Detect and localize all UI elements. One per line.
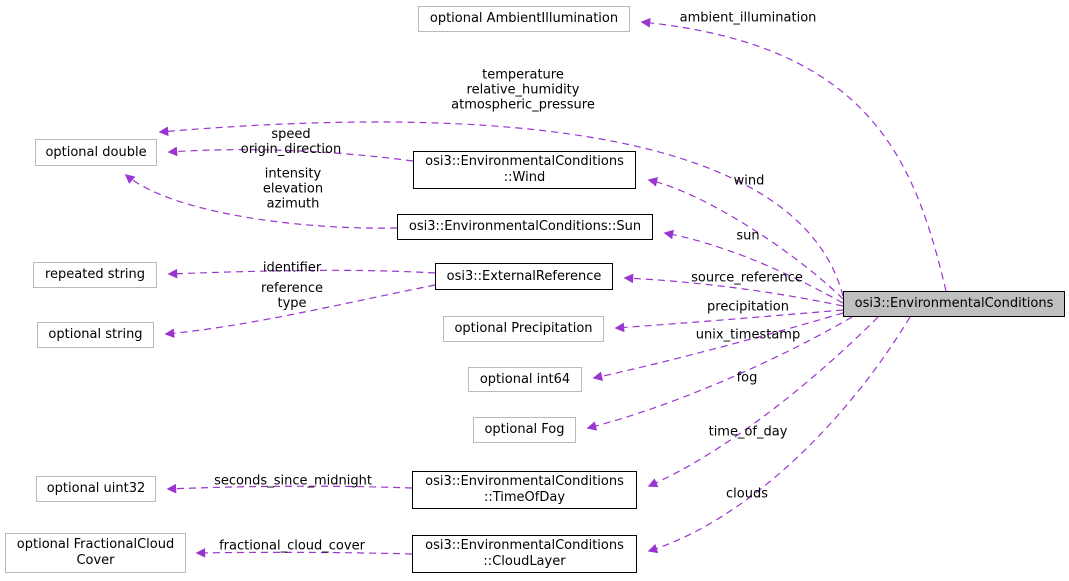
- edge-label-clouds: clouds: [726, 486, 768, 502]
- edge-speed-group: [167, 146, 414, 162]
- edge-label-fog: fog: [736, 370, 758, 386]
- edge-clouds: [647, 316, 911, 554]
- node-class-cloud-layer[interactable]: osi3::EnvironmentalConditions ::CloudLay…: [412, 535, 637, 573]
- edge-label-sun: sun: [736, 228, 760, 244]
- edge-ambient-illumination: [640, 18, 947, 292]
- edge-label-wind: wind: [733, 173, 765, 189]
- edge-label-time-of-day: time_of_day: [708, 424, 788, 440]
- node-class-time-of-day[interactable]: osi3::EnvironmentalConditions ::TimeOfDa…: [412, 471, 637, 509]
- node-optional-ambient-illumination: optional AmbientIllumination: [418, 6, 630, 32]
- node-repeated-string: repeated string: [33, 262, 157, 288]
- node-optional-uint32: optional uint32: [36, 476, 156, 502]
- edge-label-intensity-group: intensity elevation azimuth: [262, 166, 324, 212]
- edge-precipitation: [614, 309, 844, 333]
- edge-wind: [647, 177, 844, 300]
- edge-temperature-group: [158, 121, 844, 297]
- node-optional-double: optional double: [35, 139, 157, 166]
- node-optional-fractional-cloud-cover: optional FractionalCloud Cover: [5, 533, 186, 573]
- node-optional-string: optional string: [37, 322, 154, 348]
- edge-label-unix-timestamp: unix_timestamp: [695, 327, 801, 343]
- node-class-sun[interactable]: osi3::EnvironmentalConditions::Sun: [397, 214, 653, 240]
- node-optional-precipitation: optional Precipitation: [443, 316, 604, 342]
- edge-label-identifier: identifier: [262, 260, 322, 276]
- edge-sun: [663, 229, 844, 304]
- node-main-environmental-conditions: osi3::EnvironmentalConditions: [843, 291, 1065, 317]
- node-optional-fog: optional Fog: [473, 417, 576, 443]
- edge-label-reference-group: reference type: [260, 281, 324, 311]
- edge-label-seconds-since-midnight: seconds_since_midnight: [214, 473, 372, 489]
- edge-time-of-day: [647, 316, 879, 488]
- node-class-wind[interactable]: osi3::EnvironmentalConditions ::Wind: [413, 151, 636, 189]
- edge-unix-timestamp: [592, 312, 844, 381]
- edge-fractional-cloud-cover: [195, 548, 413, 558]
- edge-label-fractional-cloud-cover: fractional_cloud_cover: [219, 538, 365, 554]
- node-class-external-reference[interactable]: osi3::ExternalReference: [435, 263, 613, 290]
- edge-label-precipitation: precipitation: [707, 299, 789, 315]
- edge-label-temperature-group: temperature relative_humidity atmospheri…: [451, 67, 595, 113]
- edge-reference-group: [164, 284, 436, 339]
- edge-label-source-reference: source_reference: [691, 270, 803, 286]
- edge-label-speed-group: speed origin_direction: [240, 127, 342, 157]
- edge-fog: [586, 316, 853, 431]
- edge-seconds-since-midnight: [166, 483, 413, 494]
- node-optional-int64: optional int64: [468, 367, 582, 392]
- edge-intensity-group: [124, 174, 398, 229]
- edge-source-reference: [623, 273, 844, 307]
- edge-identifier: [167, 268, 436, 279]
- edge-label-ambient-illumination: ambient_illumination: [679, 10, 817, 26]
